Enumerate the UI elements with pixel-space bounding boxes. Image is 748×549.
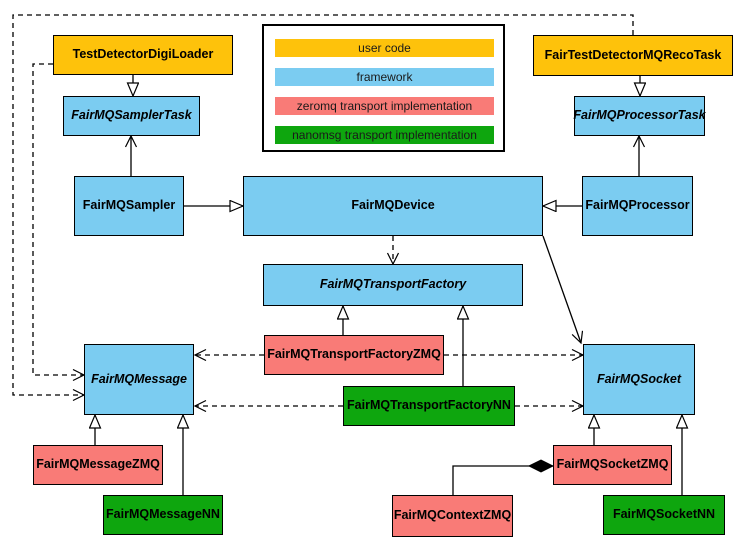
class-box-fairmqprocessor: FairMQProcessor [582,176,693,236]
legend-item-nanomsg: nanomsg transport implementation [275,126,494,144]
class-box-fairtestdetectormqrecotask: FairTestDetectorMQRecoTask [533,35,733,76]
edge-fairtestdetectormqrecotask-to-fairmqmessage [12,14,634,395]
edge-fairmqdevice-to-fairmqsocket [542,235,581,343]
class-box-fairmqsocketnn: FairMQSocketNN [603,495,725,535]
class-box-fairmqmessagezmq: FairMQMessageZMQ [33,445,163,485]
class-box-fairmqsamplertask: FairMQSamplerTask [63,96,200,136]
class-box-fairmqsampler: FairMQSampler [74,176,184,236]
class-box-fairmqprocessortask: FairMQProcessorTask [573,96,706,136]
class-box-fairmqcontextzmq: FairMQContextZMQ [392,495,513,537]
class-box-fairmqmessagenn: FairMQMessageNN [103,495,223,535]
class-box-fairmqmessage: FairMQMessage [84,344,194,415]
class-box-fairmqtransportfactorynn: FairMQTransportFactoryNN [343,386,515,426]
legend-item-user: user code [275,39,494,57]
class-box-fairmqdevice: FairMQDevice [243,176,543,236]
class-box-fairmqsocket: FairMQSocket [583,344,695,415]
class-box-testdetectordigiloader: TestDetectorDigiLoader [53,35,233,75]
class-box-fairmqtransportfactoryzmq: FairMQTransportFactoryZMQ [264,335,444,375]
legend-item-framework: framework [275,68,494,86]
legend-box: user code framework zeromq transport imple… [262,24,505,152]
edge-testdetectordigiloader-to-fairmqmessage [32,63,84,375]
legend-item-zeromq: zeromq transport implementation [275,97,494,115]
edge-fairmqcontextzmq-to-fairmqsocketzmq [452,466,553,495]
class-box-fairmqtransportfactory: FairMQTransportFactory [263,264,523,306]
class-box-fairmqsocketzmq: FairMQSocketZMQ [553,445,672,485]
